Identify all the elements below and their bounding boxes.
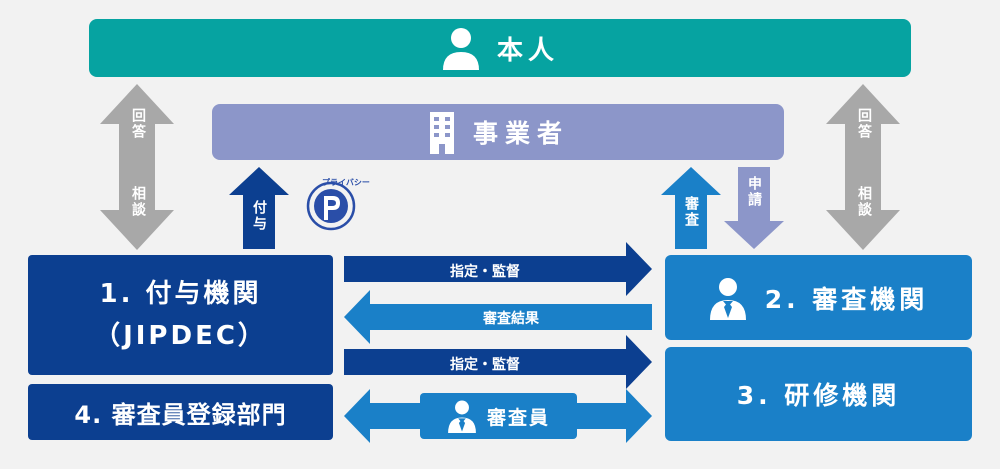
jigyosha-label: 事業者 — [472, 119, 569, 148]
fuyo-up-arrow — [229, 167, 289, 249]
shinsei-down-arrow — [724, 167, 784, 249]
privacy-mark-icon — [306, 181, 356, 231]
jigyosha-box: 事業者 — [212, 104, 784, 160]
shinsa-kikan-label: 2. 審査機関 — [764, 284, 929, 314]
shinsa-kikan-box: 2. 審査機関 — [665, 255, 972, 340]
shinsa-up-arrow — [661, 167, 721, 249]
left-gray-double-arrow — [100, 84, 174, 250]
honnin-label: 本人 — [496, 35, 559, 66]
shinsain-label: 審査員 — [486, 406, 550, 429]
examiner-icon — [709, 277, 746, 320]
shinsain-toroku-label: 4. 審査員登録部門 — [74, 400, 287, 429]
shitei-kansa-arrow-1 — [344, 242, 652, 296]
fuyo-kikan-label: 1. 付与機関 — [99, 279, 262, 309]
honnin-box: 本人 — [89, 19, 911, 77]
right-gray-double-arrow — [826, 84, 900, 250]
person-icon — [442, 28, 479, 70]
building-icon — [429, 112, 454, 154]
kenshu-kikan-label: 3. 研修機関 — [736, 381, 901, 410]
privacy-mark-text: プライバシー — [322, 178, 370, 187]
shinsain-toroku-box: 4. 審査員登録部門 — [28, 384, 333, 440]
fuyo-kikan-sub-label: （JIPDEC） — [94, 321, 267, 351]
kenshu-kikan-box: 3. 研修機関 — [665, 347, 972, 441]
shitei-kansa-arrow-2 — [344, 335, 652, 389]
examiner-icon — [448, 400, 476, 433]
shinsain-pill: 審査員 — [420, 393, 577, 439]
fuyo-kikan-box: 1. 付与機関 （JIPDEC） — [28, 255, 333, 375]
shinsa-kekka-arrow — [344, 290, 652, 344]
